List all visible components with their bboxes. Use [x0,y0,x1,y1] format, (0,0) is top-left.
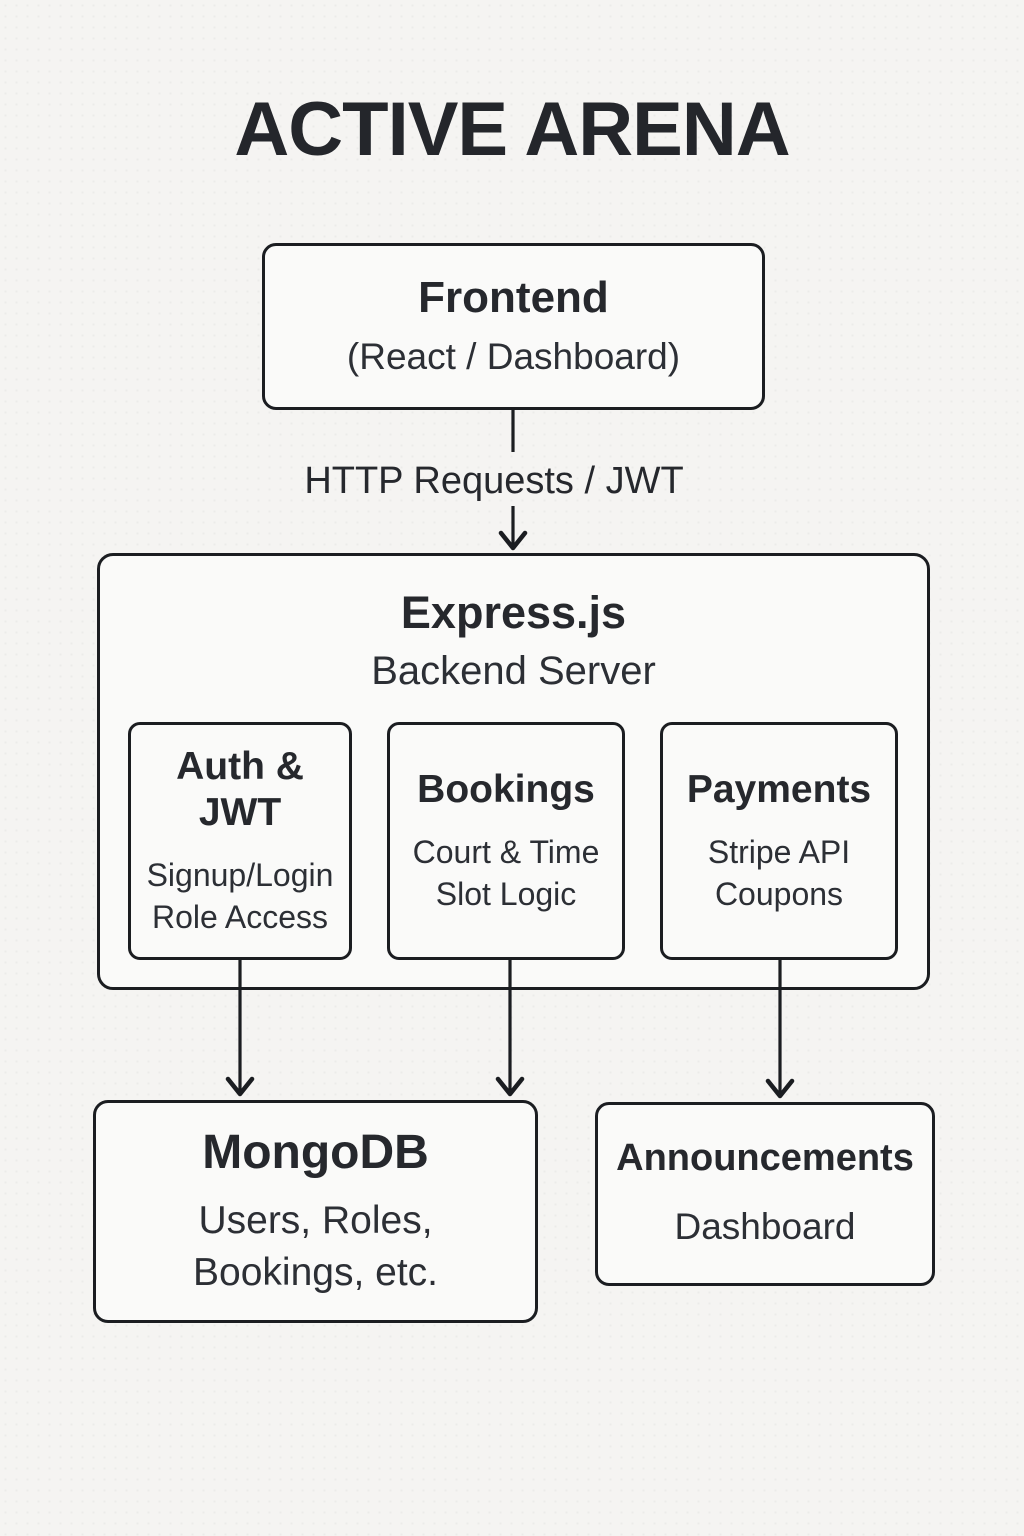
mongodb-node: MongoDB Users, Roles, Bookings, etc. [93,1100,538,1323]
auth-jwt-body: Signup/Login Role Access [146,856,334,936]
auth-jwt-title: Auth & JWT [176,744,304,834]
frontend-title: Frontend [418,272,609,322]
mongodb-arrowhead-right-icon [495,1076,525,1097]
bookings-node: Bookings Court & Time Slot Logic [387,722,625,960]
backend-title: Express.js [400,587,627,638]
bookings-body: Court & Time Slot Logic [412,833,600,912]
frontend-subtitle: (React / Dashboard) [346,335,681,377]
announcements-node: Announcements Dashboard [595,1102,935,1286]
mongodb-title: MongoDB [202,1125,429,1179]
mongodb-body: Users, Roles, Bookings, etc. [193,1199,438,1294]
payments-body: Stripe API Coupons [707,833,851,912]
payments-node: Payments Stripe API Coupons [660,722,898,960]
frontend-node: Frontend (React / Dashboard) [262,243,765,410]
announcements-body: Dashboard [674,1206,856,1247]
payments-title: Payments [686,767,872,811]
announcements-arrowhead-icon [765,1078,795,1099]
backend-arrowhead-icon [498,530,528,551]
edge-label-http-jwt: HTTP Requests / JWT [304,460,684,502]
auth-jwt-node: Auth & JWT Signup/Login Role Access [128,722,352,960]
announcements-title: Announcements [616,1137,914,1180]
backend-subtitle: Backend Server [371,649,656,694]
mongodb-arrowhead-left-icon [225,1076,255,1097]
bookings-title: Bookings [417,767,595,811]
page-title: ACTIVE ARENA [234,87,790,172]
